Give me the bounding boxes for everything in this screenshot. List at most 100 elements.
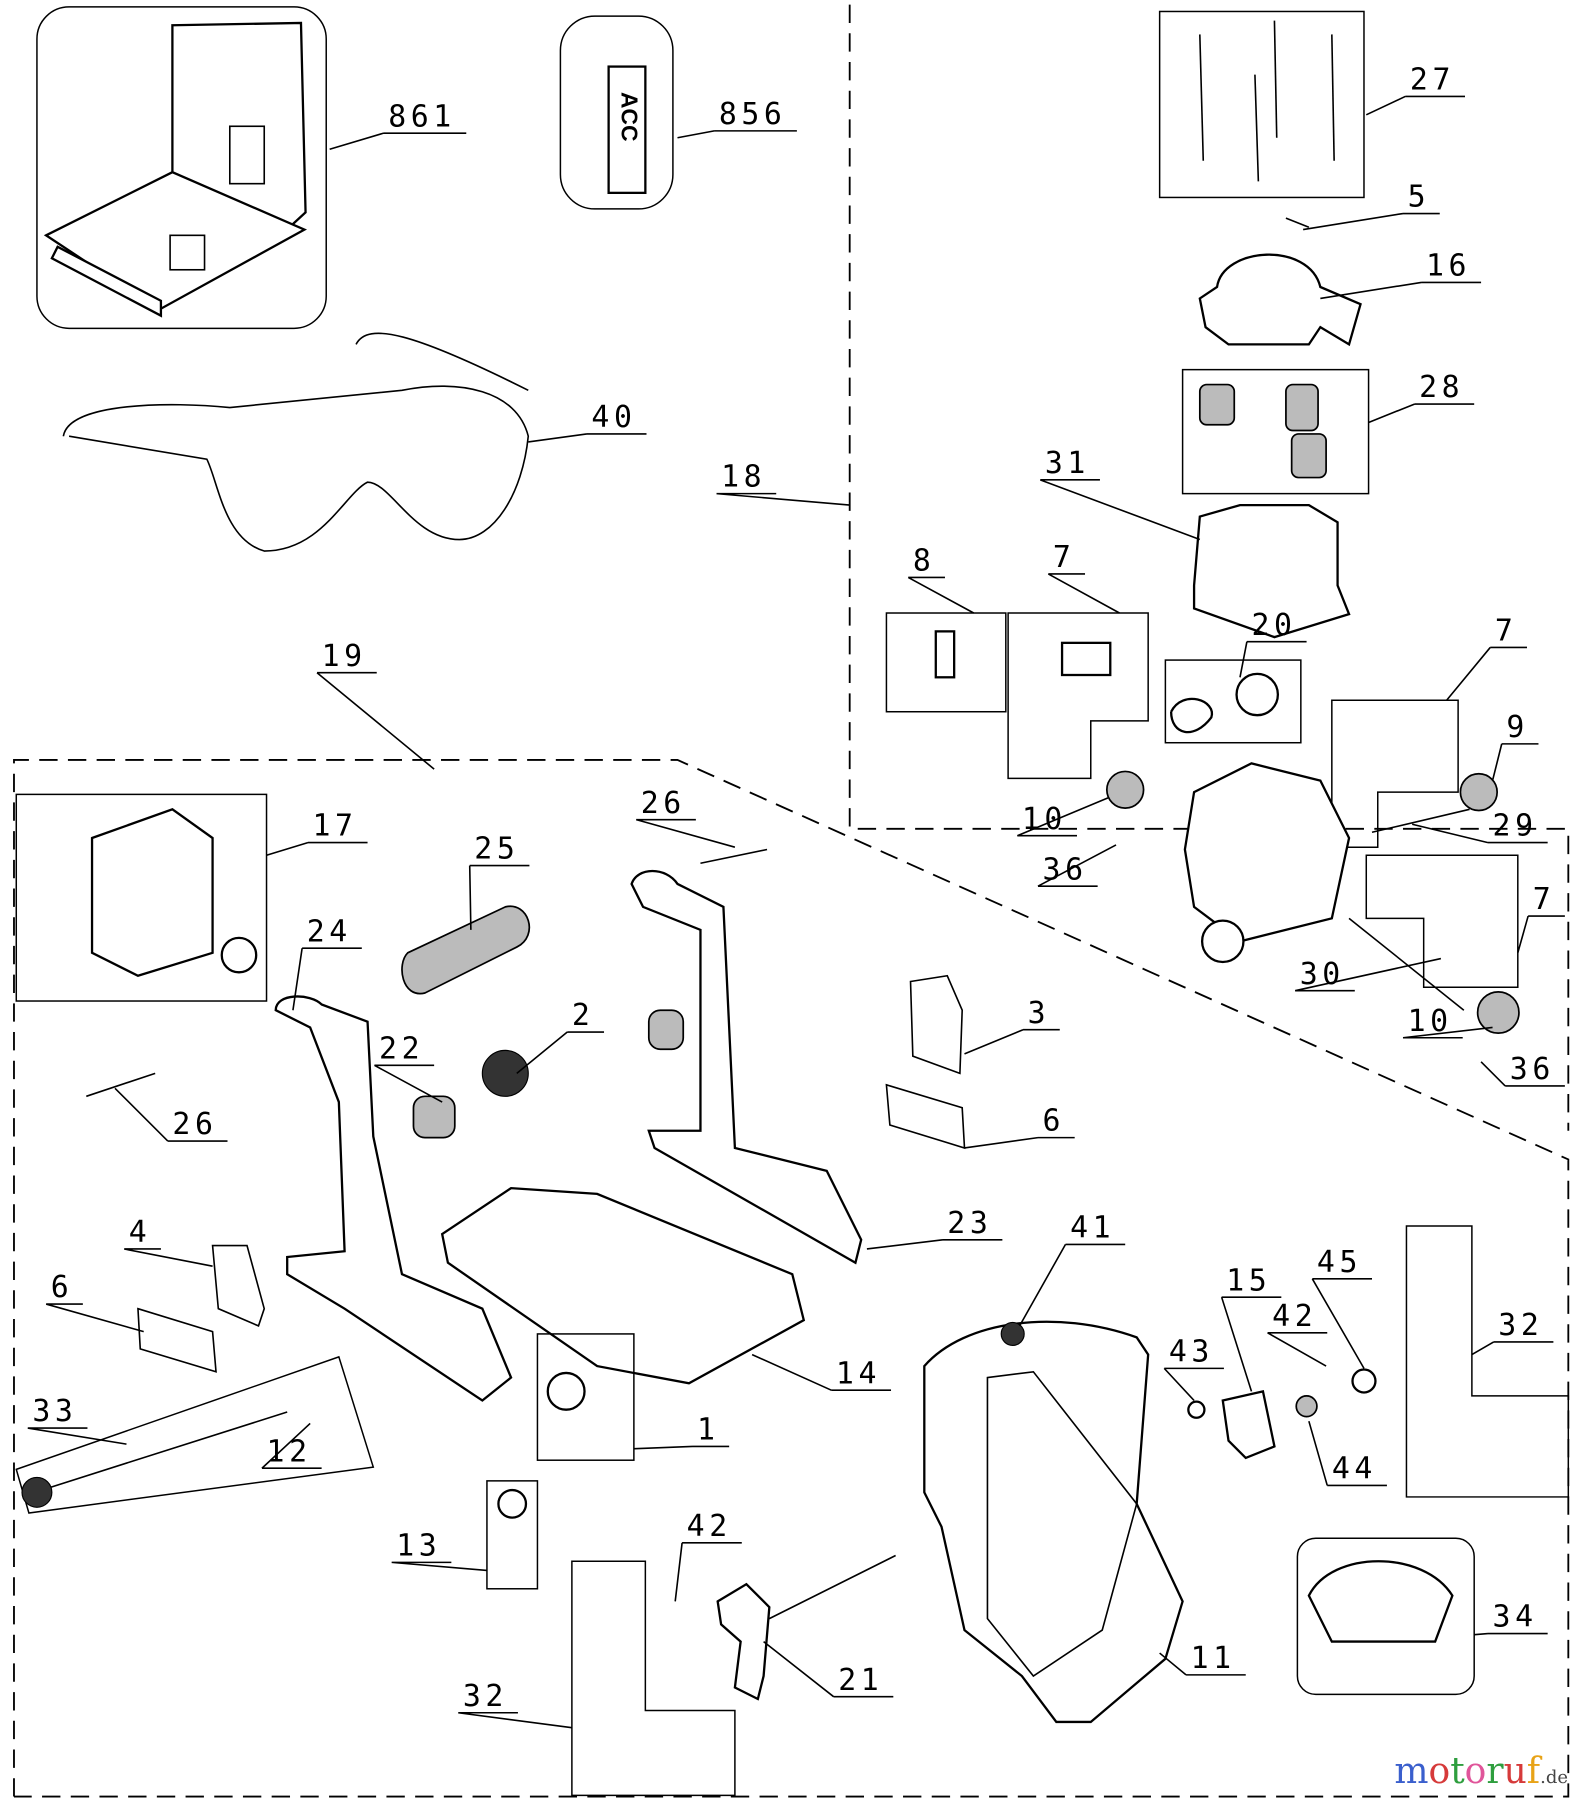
part-label-7: 7 xyxy=(1053,540,1076,575)
leader-line xyxy=(528,433,647,443)
safety-glasses-40 xyxy=(62,332,530,552)
arm-23 xyxy=(630,870,863,1265)
leader-line xyxy=(1365,95,1465,116)
leader-line xyxy=(964,1136,1075,1149)
leader-line xyxy=(516,1031,605,1074)
part-label-11: 11 xyxy=(1191,1641,1236,1676)
leader-line xyxy=(964,1028,1060,1055)
part-label-42: 42 xyxy=(687,1509,732,1544)
leader-line xyxy=(1220,1296,1282,1392)
bracket-kit-7-box-2 xyxy=(1331,699,1459,848)
part-label-24: 24 xyxy=(307,914,352,949)
watermark-suffix: .de xyxy=(1540,1767,1568,1788)
part-label-18: 18 xyxy=(721,460,766,495)
part-label-27: 27 xyxy=(1410,63,1455,98)
latch-kit-1-box xyxy=(536,1333,635,1461)
part-label-1: 1 xyxy=(697,1413,720,1448)
pin-26b xyxy=(86,1072,156,1098)
leader-line xyxy=(1303,212,1440,231)
cover-34-box xyxy=(1296,1537,1475,1696)
leader-line xyxy=(1163,1367,1224,1402)
leader-line xyxy=(458,1711,572,1729)
part-label-32: 32 xyxy=(463,1679,508,1714)
part-label-29: 29 xyxy=(1493,809,1538,844)
part-label-21: 21 xyxy=(838,1663,883,1698)
part-label-30: 30 xyxy=(1300,957,1345,992)
part-label-856: 856 xyxy=(719,97,787,132)
gear-9 xyxy=(1459,772,1499,812)
leader-line xyxy=(751,1353,892,1391)
bracket-kit-7-box xyxy=(1007,612,1149,780)
part-label-19: 19 xyxy=(322,639,367,674)
leader-line xyxy=(1294,957,1442,992)
grip-25 xyxy=(401,905,531,995)
part-label-8: 8 xyxy=(913,544,936,579)
leader-line xyxy=(1018,1243,1126,1327)
plate-15 xyxy=(1221,1389,1276,1460)
leader-line xyxy=(1016,797,1109,837)
leader-line xyxy=(1320,281,1482,300)
leader-line xyxy=(1308,1420,1387,1487)
part-label-28: 28 xyxy=(1419,370,1464,405)
leader-line xyxy=(391,1561,488,1572)
housing-31 xyxy=(1192,503,1351,639)
top-cap-16 xyxy=(1198,253,1362,347)
part-label-7: 7 xyxy=(1533,882,1556,917)
leader-line xyxy=(1474,1632,1548,1636)
part-label-20: 20 xyxy=(1251,608,1296,643)
leader-line xyxy=(45,1303,144,1333)
knob-2 xyxy=(481,1049,529,1097)
label-6b xyxy=(137,1307,217,1373)
laser-core xyxy=(1183,762,1351,943)
watermark-letter: m xyxy=(1394,1751,1429,1792)
bracket-kit-8-box xyxy=(885,612,1007,713)
carry-case-861 xyxy=(36,6,327,330)
spacer-top xyxy=(647,1009,685,1051)
main-frame-11 xyxy=(923,1320,1184,1724)
leader-line xyxy=(1402,1026,1493,1039)
lever-21 xyxy=(716,1582,771,1701)
leader-line xyxy=(1491,743,1539,781)
gear-10 xyxy=(1105,770,1145,810)
part-label-861: 861 xyxy=(388,99,456,134)
watermark-letter: o xyxy=(1464,1751,1487,1792)
spring-44 xyxy=(1295,1395,1318,1418)
leader-line xyxy=(1311,1278,1373,1369)
part-label-44: 44 xyxy=(1332,1452,1377,1487)
part-label-42: 42 xyxy=(1272,1299,1317,1334)
gear-10b xyxy=(1476,990,1520,1035)
watermark-letter: f xyxy=(1526,1751,1541,1792)
rods-27 xyxy=(1158,10,1365,229)
washer-43 xyxy=(1187,1400,1206,1419)
leader-line xyxy=(316,671,435,770)
part-label-12: 12 xyxy=(267,1434,312,1469)
assembly-19-boundary xyxy=(13,759,1570,1798)
bracket-kit-7-box-3 xyxy=(1365,854,1519,988)
part-label-34: 34 xyxy=(1493,1600,1538,1635)
label-4 xyxy=(211,1244,266,1327)
leader-line xyxy=(1037,844,1117,888)
leader-line xyxy=(1047,573,1120,614)
leader-line xyxy=(716,492,850,506)
part-label-45: 45 xyxy=(1317,1245,1362,1280)
watermark-letter: t xyxy=(1450,1751,1465,1792)
leader-line xyxy=(635,818,736,848)
accessory-tag-856: ACC xyxy=(559,15,674,210)
part-label-6: 6 xyxy=(1043,1104,1066,1139)
part-label-26: 26 xyxy=(641,786,686,821)
part-label-4: 4 xyxy=(129,1215,152,1250)
end-cap-17-box xyxy=(15,793,268,1002)
leader-line xyxy=(1517,915,1565,954)
leader-line xyxy=(27,1427,127,1445)
shaft-30 xyxy=(1348,917,1465,1011)
leader-line xyxy=(1471,1341,1554,1356)
base-14 xyxy=(440,1186,806,1385)
part-label-36: 36 xyxy=(1043,852,1088,887)
part-label-2: 2 xyxy=(572,998,595,1033)
leader-line xyxy=(907,576,975,614)
tag-text: ACC xyxy=(616,92,642,142)
part-label-40: 40 xyxy=(591,400,636,435)
part-label-22: 22 xyxy=(379,1031,424,1066)
